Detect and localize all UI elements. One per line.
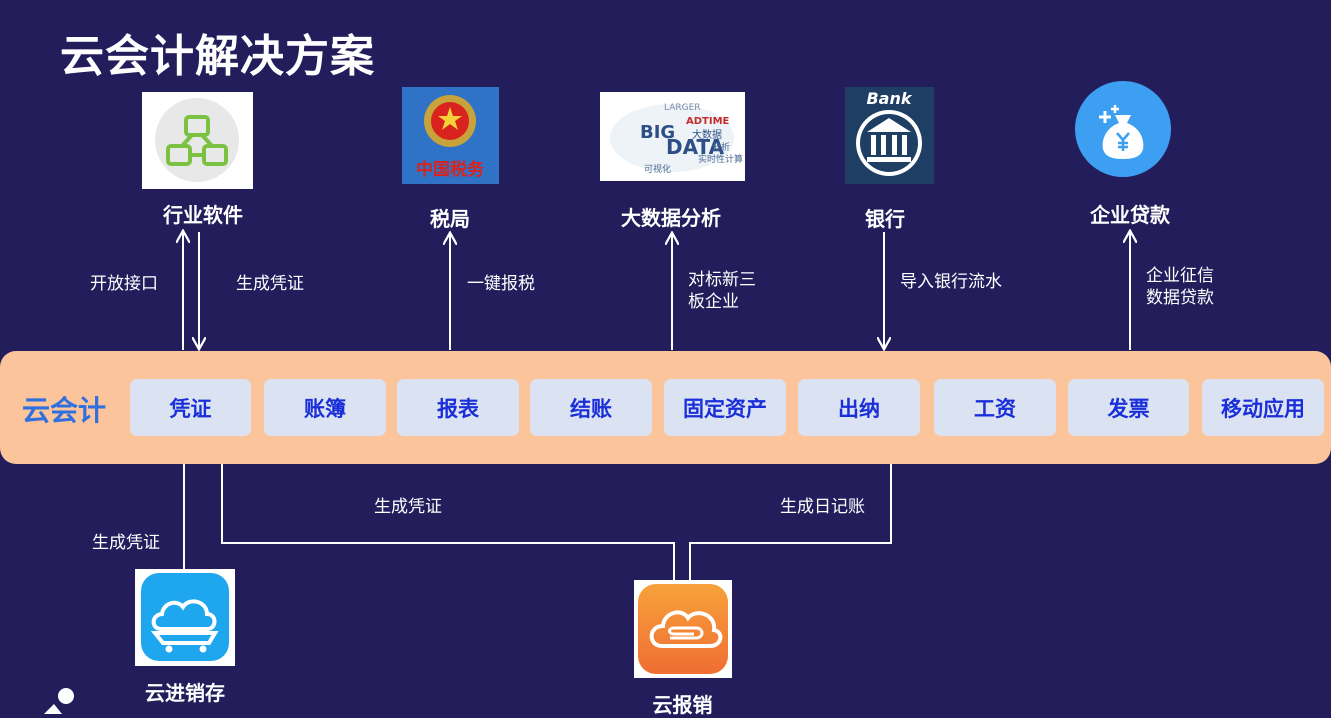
node-big-data: 大数据分析 — [621, 206, 721, 230]
cloud-paperclip-icon — [634, 580, 732, 678]
tax-bureau-emblem-icon: 中国税务 — [402, 87, 499, 184]
edge-label-gen-voucher-left: 生成凭证 — [92, 533, 160, 553]
edge-label-benchmark: 对标新三 板企业 — [688, 270, 756, 312]
module-voucher[interactable]: 凭证 — [130, 379, 251, 436]
module-mobile-app[interactable]: 移动应用 — [1202, 379, 1324, 436]
node-bank: 银行 — [865, 207, 905, 231]
module-cashier[interactable]: 出纳 — [798, 379, 920, 436]
page-title: 云会计解决方案 — [60, 31, 375, 82]
edge-label-gen-voucher-top: 生成凭证 — [236, 274, 304, 294]
edge-label-bank-flow: 导入银行流水 — [900, 272, 1002, 292]
node-cloud-inventory: 云进销存 — [145, 681, 225, 705]
module-ledger[interactable]: 账簿 — [264, 379, 386, 436]
edge-label-tax-filing: 一键报税 — [467, 274, 535, 294]
svg-text:实时性计算: 实时性计算 — [698, 153, 743, 165]
edge-label-credit-loan: 企业征信 数据贷款 — [1146, 266, 1214, 308]
svg-text:BIG: BIG — [640, 122, 675, 143]
core-title: 云会计 — [22, 394, 107, 427]
edge-label-open-api: 开放接口 — [90, 274, 158, 294]
module-payroll[interactable]: 工资 — [934, 379, 1056, 436]
node-industry-software: 行业软件 — [163, 203, 243, 227]
node-cloud-expense: 云报销 — [652, 693, 713, 717]
module-fixed-assets[interactable]: 固定资产 — [664, 379, 786, 436]
module-invoice[interactable]: 发票 — [1068, 379, 1189, 436]
svg-text:LARGER: LARGER — [664, 103, 701, 113]
cloud-cart-icon — [135, 569, 235, 666]
svg-text:DATA: DATA — [666, 135, 725, 159]
bank-building-icon: Bank — [845, 87, 934, 184]
node-tax-bureau: 税局 — [430, 207, 470, 231]
big-data-wordcloud-icon: BIG DATA ADTIME LARGER 大数据 实时性计算 分析 可视化 — [600, 92, 745, 181]
svg-text:ADTIME: ADTIME — [686, 116, 730, 127]
arrow-expense-journal — [689, 438, 891, 580]
svg-text:可视化: 可视化 — [644, 163, 671, 175]
edge-label-gen-journal: 生成日记账 — [780, 497, 865, 517]
money-bag-icon — [1075, 81, 1172, 178]
module-report[interactable]: 报表 — [397, 379, 519, 436]
svg-text:分析: 分析 — [712, 141, 730, 153]
node-enterprise-loan: 企业贷款 — [1090, 203, 1170, 227]
module-closing[interactable]: 结账 — [530, 379, 652, 436]
edge-label-gen-voucher-mid: 生成凭证 — [374, 497, 442, 517]
kingdee-logo-icon — [44, 688, 74, 714]
bank-sign-text: Bank — [866, 89, 912, 108]
tax-bureau-logo-text: 中国税务 — [416, 159, 485, 180]
industry-software-icon — [142, 92, 253, 189]
arrow-expense-voucher — [222, 438, 675, 580]
svg-text:大数据: 大数据 — [692, 128, 722, 141]
